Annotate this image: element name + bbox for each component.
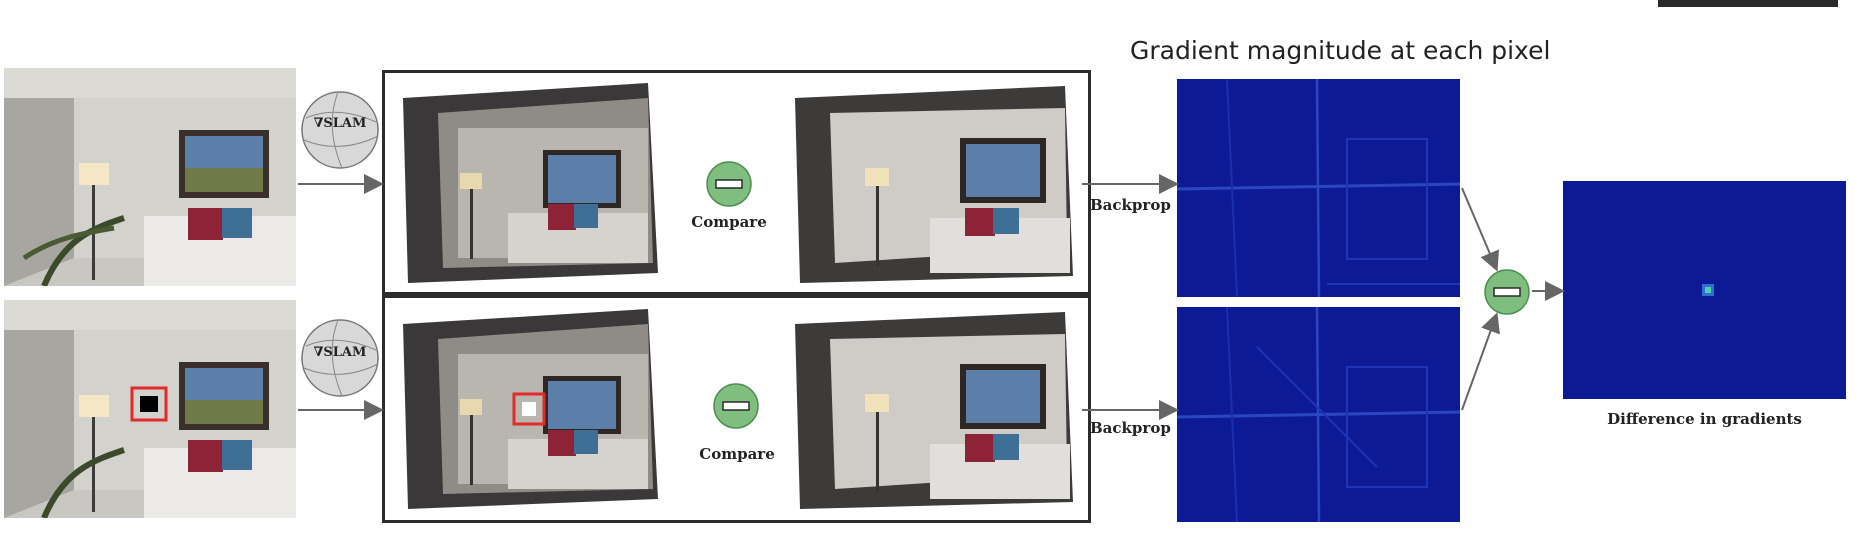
minus-circle-icon-combine (1483, 268, 1531, 316)
compare-label-bottom: Compare (699, 445, 775, 463)
reconstruction-top (398, 78, 660, 288)
slam-label-top: ∇SLAM (313, 116, 367, 131)
arrow-grad-bottom-to-combine (1461, 312, 1500, 411)
difference-label: Difference in gradients (1607, 410, 1802, 428)
figure-title: Gradient magnitude at each pixel (1130, 36, 1551, 65)
backprop-label-top: Backprop (1090, 196, 1171, 214)
target-image-bottom (795, 304, 1075, 514)
input-image-bottom (4, 300, 296, 518)
webcam-strip (1658, 0, 1838, 7)
reconstruction-bottom (398, 304, 660, 514)
difference-map (1563, 181, 1846, 399)
slam-label-bottom: ∇SLAM (313, 345, 367, 360)
occlusion-highlight-box (512, 392, 546, 426)
backprop-label-bottom: Backprop (1090, 419, 1171, 437)
minus-circle-icon-bottom (712, 382, 760, 430)
target-image-top (795, 78, 1075, 288)
gradient-map-top (1177, 79, 1460, 297)
compare-label-top: Compare (691, 213, 767, 231)
slam-globe-icon-bottom (298, 316, 382, 400)
minus-circle-icon-top (705, 160, 753, 208)
occlusion-highlight-box (130, 386, 168, 422)
gradient-map-bottom (1177, 307, 1460, 522)
slam-globe-icon-top (298, 88, 382, 172)
input-image-top (4, 68, 296, 286)
arrow-grad-top-to-combine (1461, 187, 1499, 272)
